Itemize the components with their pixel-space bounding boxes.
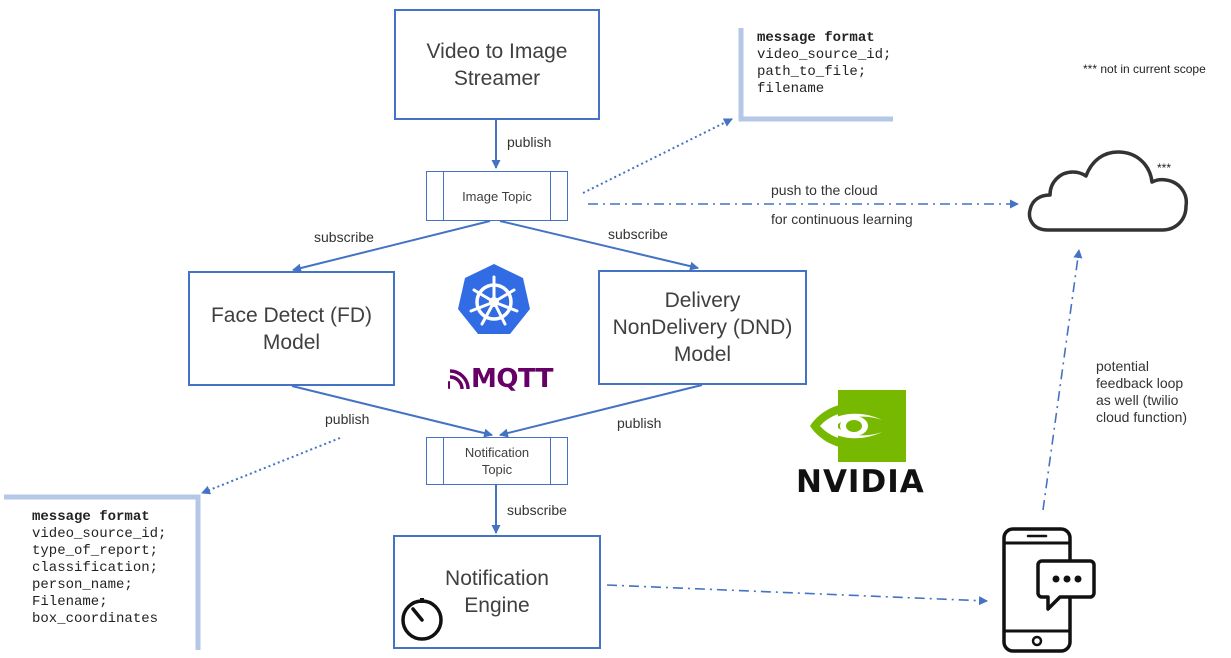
image-topic: Image Topic bbox=[426, 171, 568, 221]
label-publish-top: publish bbox=[507, 134, 552, 150]
nvidia-wordmark: NVIDIA bbox=[796, 464, 925, 500]
nvidia-logo: NVIDIA bbox=[796, 390, 946, 500]
kubernetes-icon bbox=[458, 264, 530, 334]
edge-fd-to-notification-topic bbox=[291, 385, 493, 438]
edge-phone-to-cloud bbox=[1042, 249, 1083, 511]
edge-notification-to-message-format bbox=[201, 437, 341, 495]
label-push-to-cloud: push to the cloud bbox=[771, 182, 878, 198]
node-video-to-image-streamer: Video to Image Streamer bbox=[394, 9, 600, 120]
message-format-line: classification; bbox=[32, 560, 159, 576]
topic-label: Notification Topic bbox=[464, 445, 530, 477]
message-format-line: filename bbox=[757, 81, 825, 97]
feedback-note-line: as well (twilio bbox=[1096, 392, 1179, 408]
node-label: Notification Engine bbox=[445, 567, 549, 617]
message-format-top: message format video_source_id; path_to_… bbox=[757, 30, 891, 98]
scope-note: *** not in current scope bbox=[1083, 62, 1206, 76]
label-subscribe-bottom: subscribe bbox=[507, 502, 567, 518]
label-subscribe-left: subscribe bbox=[314, 229, 374, 245]
edge-engine-to-phone bbox=[606, 584, 988, 606]
feedback-note-line: cloud function) bbox=[1096, 409, 1188, 425]
feedback-note: potential feedback loop as well (twilio … bbox=[1096, 358, 1187, 426]
feedback-note-line: feedback loop bbox=[1096, 375, 1184, 391]
label-publish-left: publish bbox=[325, 411, 370, 427]
message-format-line: box_coordinates bbox=[32, 611, 159, 627]
node-label: Face Detect (FD) Model bbox=[210, 303, 373, 354]
message-format-frame-top bbox=[738, 28, 893, 122]
topic-label: Image Topic bbox=[462, 188, 532, 204]
edge-dnd-to-notification-topic bbox=[499, 384, 703, 438]
message-format-heading: message format bbox=[32, 509, 150, 525]
message-format-bottom: message format video_source_id; type_of_… bbox=[32, 509, 166, 628]
message-format-heading: message format bbox=[757, 30, 875, 46]
message-format-line: Filename; bbox=[32, 594, 108, 610]
node-label: Delivery NonDelivery (DND) Model bbox=[612, 289, 793, 366]
notification-topic: Notification Topic bbox=[426, 437, 568, 485]
mqtt-logo: MQTT bbox=[448, 364, 554, 394]
label-continuous-learning: for continuous learning bbox=[771, 211, 913, 227]
mqtt-signal-icon bbox=[448, 369, 470, 390]
cloud-icon bbox=[1027, 150, 1189, 232]
message-format-line: person_name; bbox=[32, 577, 133, 593]
node-notification-engine: Notification Engine bbox=[393, 535, 601, 649]
message-format-line: video_source_id; bbox=[757, 47, 892, 63]
node-label: Video to Image Streamer bbox=[426, 39, 568, 90]
edge-image-topic-to-dnd bbox=[499, 220, 699, 271]
message-format-line: type_of_report; bbox=[32, 543, 159, 559]
label-subscribe-right: subscribe bbox=[608, 226, 668, 242]
edge-image-topic-to-fd bbox=[292, 220, 491, 273]
feedback-note-line: potential bbox=[1096, 358, 1149, 374]
label-publish-right: publish bbox=[617, 415, 662, 431]
phone-chat-icon bbox=[1002, 527, 1096, 653]
node-face-detect-model: Face Detect (FD) Model bbox=[188, 271, 395, 386]
mqtt-wordmark: MQTT bbox=[471, 364, 554, 394]
message-format-line: video_source_id; bbox=[32, 526, 167, 542]
edge-image-topic-to-message-format bbox=[582, 118, 733, 194]
node-dnd-model: Delivery NonDelivery (DND) Model bbox=[598, 270, 807, 385]
nvidia-eye-icon bbox=[810, 390, 906, 462]
message-format-frame-bottom bbox=[4, 494, 201, 650]
cloud-scope-marker: *** bbox=[1157, 161, 1172, 175]
timer-icon bbox=[401, 598, 443, 641]
message-format-line: path_to_file; bbox=[757, 64, 867, 80]
